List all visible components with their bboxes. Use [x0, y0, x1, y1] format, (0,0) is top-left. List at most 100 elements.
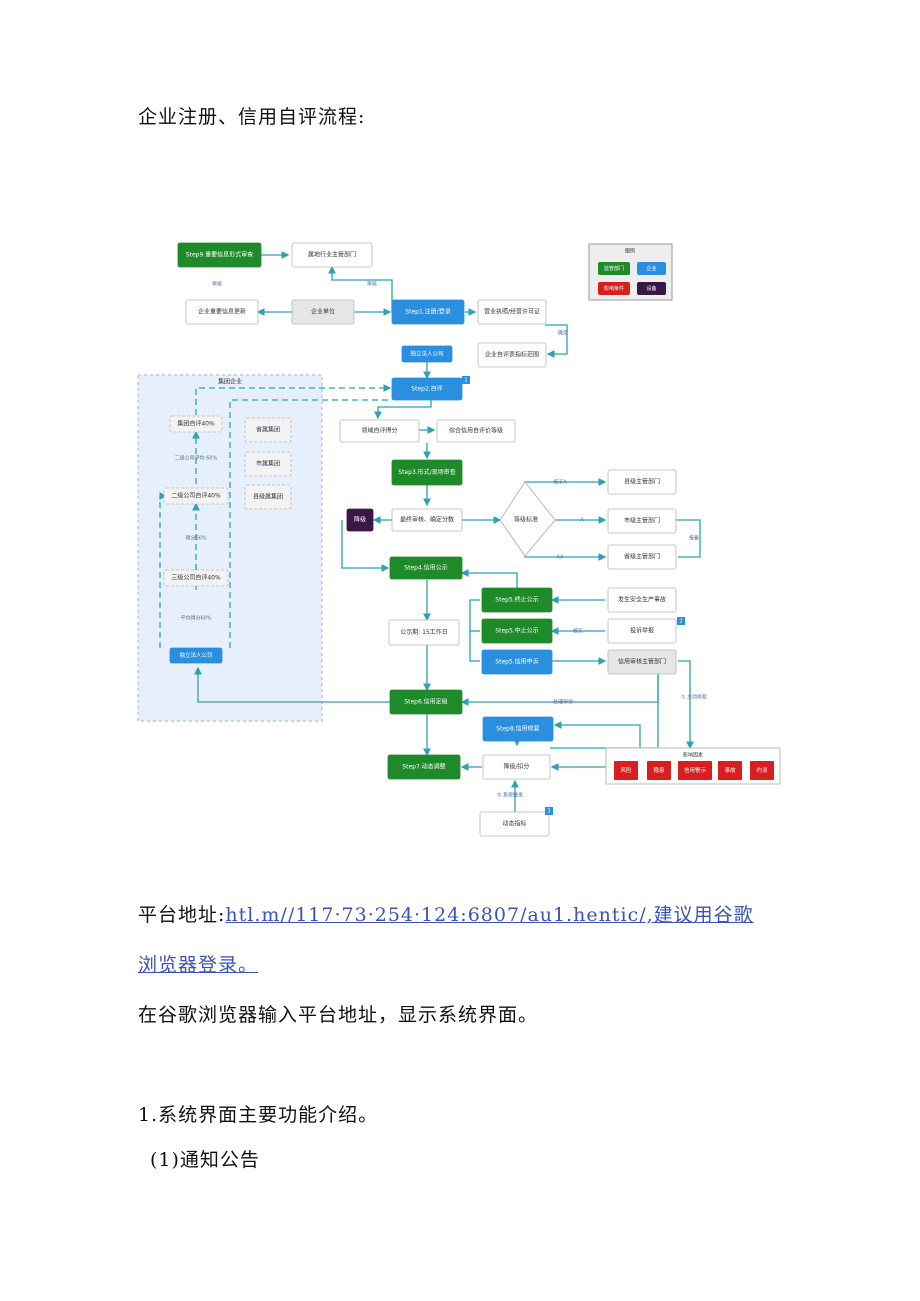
factor-0 [614, 761, 638, 780]
node-group40 [169, 415, 223, 433]
flow-connector [524, 544, 607, 561]
node-info_update [185, 299, 259, 325]
node-local_dept-label: 属地行业主管部门 [308, 251, 356, 259]
node-penalty-label: 降级 [354, 516, 366, 524]
node-prov_dept-label: 省级主管部门 [624, 553, 660, 561]
factor-2 [678, 761, 712, 780]
doc-heading: 企业注册、信用自评流程: [138, 106, 366, 128]
node-group_c-label: 县级属集团 [253, 493, 283, 501]
legend-item: 影响条件 [604, 285, 624, 292]
flow-connector [328, 265, 393, 313]
node-step7-label: Step7.动态调整 [402, 763, 445, 771]
node-step1-label: Step1.注册/登录 [405, 308, 450, 316]
node-indep_left-label: 独立法人公司 [179, 651, 212, 659]
node-step1 [391, 299, 465, 325]
edge-label-score: 得分60% [185, 535, 206, 542]
edge-label-grade: A [580, 518, 584, 524]
node-penalty [346, 508, 374, 532]
node-review_dept [607, 649, 677, 675]
node-company [291, 299, 355, 325]
node-license-label: 营业执照/经营许可证 [484, 308, 540, 316]
factor-label: 信用警示 [684, 766, 707, 774]
factor-4 [750, 761, 774, 780]
node-down_score [482, 754, 551, 780]
edge-label-sub-avg: 二级公司平均 60% [175, 455, 218, 462]
flow-connector [194, 666, 390, 703]
step-badge [462, 376, 470, 384]
node-group_b-label: 市属集团 [256, 460, 280, 468]
node-third40 [163, 569, 229, 587]
node-step5b [481, 618, 553, 644]
flow-connector [678, 660, 694, 750]
node-step5c-label: Step5.信用申诉 [495, 658, 538, 666]
step-badge-label: 3 [547, 809, 550, 815]
node-group_a-label: 省属集团 [256, 426, 280, 434]
node-indep-label: 独立法人公司 [410, 350, 443, 358]
node-step4-label: Step4.信用公示 [404, 564, 447, 572]
edge-label-audit: 审核 [212, 281, 222, 288]
flow-connector [545, 324, 568, 358]
node-local_dept [291, 242, 373, 268]
edge-label-process: 处理申诉 [553, 699, 573, 706]
legend-item: 企业 [646, 265, 656, 272]
node-info_update-label: 企业重要信息更新 [198, 308, 246, 316]
node-complaint [607, 618, 677, 644]
node-notice [388, 619, 460, 646]
subsection-1-heading: (1)通知公告 [150, 1149, 260, 1171]
flow-connector [675, 519, 701, 558]
legend-swatch [637, 282, 666, 295]
node-step8-label: Step8.信用修复 [496, 725, 539, 733]
edge-label-score: 平均得分60% [180, 615, 211, 622]
node-step4 [389, 556, 463, 580]
node-group_a [244, 417, 292, 443]
node-company-label: 企业单位 [311, 308, 335, 316]
node-step6-label: Step6.信用定级 [404, 698, 447, 706]
node-step5b-label: Step5.中止公示 [495, 627, 538, 635]
node-down_score-label: 降级/扣分 [503, 763, 529, 771]
step-badge [545, 807, 553, 815]
node-group_c [244, 484, 292, 510]
legend-swatch [598, 282, 630, 295]
factor-1 [647, 761, 671, 780]
intro-text: 在谷歌浏览器输入平台地址，显示系统界面。 [138, 1004, 539, 1026]
legend-title: 图例 [625, 248, 635, 255]
edge-label-verify: 核实 [573, 628, 583, 635]
node-final_review-label: 最终审核、确定分数 [400, 516, 454, 524]
node-group_b [244, 451, 292, 477]
flow-connector [229, 399, 390, 648]
node-accident-label: 发生安全生产事故 [618, 596, 666, 604]
platform-line: 平台地址:htl.m//117·73·254·124:6807/au1.hent… [138, 900, 754, 927]
node-factors-label: 影响因素 [683, 752, 703, 759]
step-badge-label: 1 [464, 378, 467, 384]
node-step6 [389, 689, 463, 715]
node-muni_dept [607, 508, 677, 534]
node-step3-label: Step3.形式/现场审查 [398, 468, 455, 476]
edge-label-system: ②.系统触发 [497, 792, 523, 799]
node-grade [499, 481, 556, 557]
node-complaint-label: 投诉举报 [630, 627, 654, 635]
node-sub40 [163, 487, 229, 505]
node-step9 [177, 242, 262, 268]
node-dynamic [479, 811, 550, 837]
node-license [477, 299, 547, 325]
edge-label-active: ①.主动修复 [681, 694, 707, 701]
node-notice-label: 公示期: 15工作日 [400, 628, 448, 636]
platform-link-cont[interactable]: 浏览器登录。 [138, 954, 259, 976]
flow-connector [460, 674, 659, 706]
node-city_dept [607, 469, 677, 495]
node-field_score [339, 419, 420, 443]
edge-label-audit: 审核 [367, 281, 377, 288]
step-badge-label: 2 [679, 619, 682, 625]
platform-link[interactable]: htl.m//117·73·254·124:6807/au1.hentic/,建… [225, 904, 754, 926]
node-step7 [387, 754, 461, 780]
node-step2-label: Step2.自评 [411, 385, 442, 393]
edge-label-confirm: 确定 [558, 330, 568, 337]
node-scope [477, 342, 547, 368]
node-group40-label: 集团自评40% [177, 420, 215, 428]
node-overall [436, 419, 516, 443]
node-indep [401, 345, 453, 363]
flow-connector [553, 721, 641, 748]
factor-label: 风险 [620, 766, 632, 774]
node-third40-label: 三级公司自评40% [171, 574, 221, 582]
factor-3 [718, 761, 742, 780]
